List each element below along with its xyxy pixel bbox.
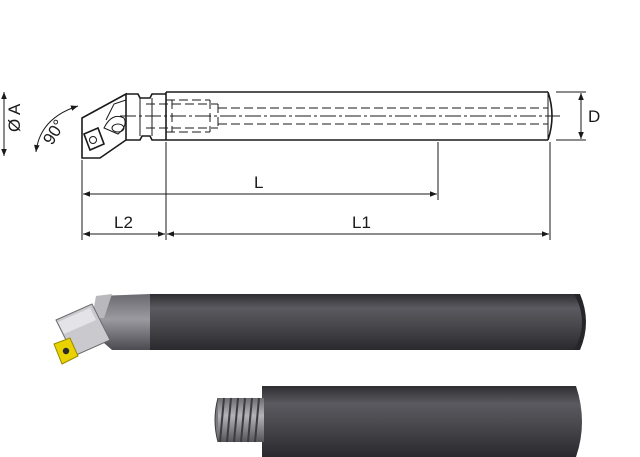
l1-label: L1 [352,213,371,232]
threaded-shank-render [214,386,582,457]
l1-dimension: L1 [167,213,549,237]
l2-label: L2 [114,213,133,232]
cutting-head [81,92,127,159]
render-head [96,294,150,350]
shank-outline [120,91,560,141]
d-label: D [588,107,600,126]
l-dimension: L [83,173,437,197]
angle-annotation: 90° [34,105,79,153]
l-label: L [254,173,263,192]
d-dimension: D [556,91,600,141]
angle-label: 90° [39,116,69,148]
render-threaded-bar [262,386,582,457]
diameter-a-label: Ø A [5,103,24,132]
l2-dimension: L2 [83,213,165,237]
diameter-a-dimension: Ø A [1,92,24,156]
extension-lines [81,142,551,240]
technical-drawing: 90° Ø A D L L2 [1,91,600,240]
render-shank [150,294,583,350]
tool-render-with-insert [53,294,586,365]
